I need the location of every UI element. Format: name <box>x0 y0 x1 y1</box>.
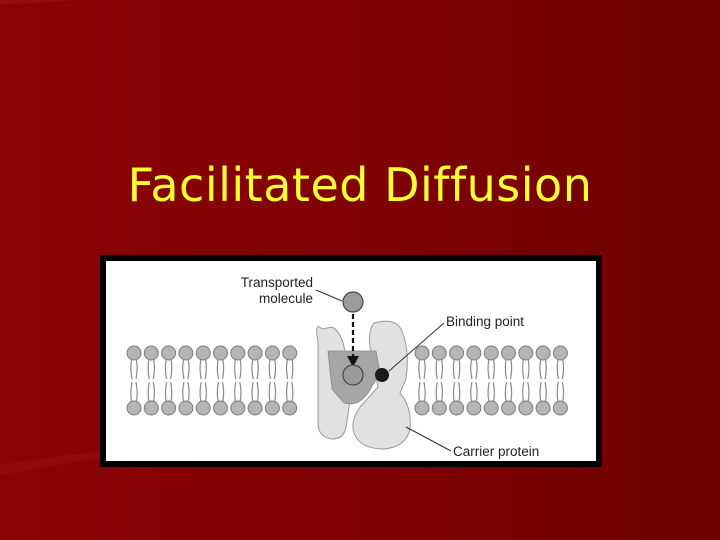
lipid-head <box>518 400 534 416</box>
lipid-tail <box>285 359 294 380</box>
lipid-head <box>143 400 159 416</box>
lipid-head <box>535 345 551 361</box>
lipid-tail <box>130 381 138 402</box>
membrane-diagram <box>126 289 568 452</box>
lipid-head <box>247 400 263 416</box>
lipid-tail <box>487 359 495 380</box>
lipid-tail <box>268 381 277 402</box>
lipid-head <box>230 400 246 416</box>
lipid-tail <box>539 359 547 380</box>
lipid-head <box>143 345 159 361</box>
lipid-head <box>552 345 568 361</box>
lipid-head <box>449 345 465 361</box>
binding-point-site <box>375 368 389 382</box>
lipid-tail <box>556 381 565 402</box>
lipid-head <box>126 345 142 361</box>
lipid-head <box>483 400 499 416</box>
lipid-head <box>449 400 465 416</box>
transported-molecule-label: Transported molecule <box>209 275 313 307</box>
lipid-tail <box>130 359 138 380</box>
lipid-tail <box>147 381 156 402</box>
lipid-head <box>264 345 280 361</box>
transported-molecule-bound <box>342 364 364 386</box>
lipid-tail <box>418 381 426 402</box>
lipid-head <box>501 345 516 361</box>
lipid-tail <box>452 381 461 402</box>
lipid-head <box>161 400 177 416</box>
lipid-head <box>195 400 211 416</box>
lipid-head <box>466 400 482 416</box>
lipid-tail <box>216 359 225 380</box>
lipid-tail <box>435 381 444 402</box>
lipid-tail <box>182 381 190 402</box>
lipid-head <box>483 345 499 361</box>
lipid-head <box>282 400 298 416</box>
lipid-head <box>431 400 447 416</box>
transported-molecule-top <box>342 291 364 313</box>
lipid-tail <box>522 381 530 402</box>
lipid-tail <box>452 359 461 380</box>
lipid-head <box>552 400 568 416</box>
label-leader-lines <box>315 289 452 452</box>
lipid-tail <box>199 381 207 402</box>
lipid-tail <box>487 381 495 402</box>
slide-title: Facilitated Diffusion <box>127 158 593 212</box>
lipid-tail <box>504 359 513 380</box>
lipid-head <box>282 345 298 361</box>
lipid-tail <box>268 359 277 380</box>
lipid-head <box>414 400 430 416</box>
lipid-head <box>535 400 551 416</box>
lipid-tail <box>164 359 173 380</box>
lipid-bilayer <box>126 345 568 416</box>
lipid-tail <box>556 359 565 380</box>
lipid-head <box>247 345 263 361</box>
lipid-tail <box>182 359 190 380</box>
lipid-head <box>178 400 194 416</box>
lipid-tail <box>234 381 242 402</box>
lipid-head <box>501 400 516 416</box>
lipid-head <box>213 400 228 416</box>
lipid-tail <box>164 381 173 402</box>
lipid-head <box>178 345 194 361</box>
lipid-tail <box>234 359 242 380</box>
lipid-tail <box>251 359 259 380</box>
lipid-tail <box>418 359 426 380</box>
lipid-tail <box>522 359 530 380</box>
lipid-tail <box>251 381 259 402</box>
binding-point-label: Binding point <box>446 314 525 329</box>
lipid-tail <box>199 359 207 380</box>
lipid-tail <box>539 381 547 402</box>
lipid-head <box>213 345 228 361</box>
lipid-head <box>264 400 280 416</box>
lipid-tail <box>470 359 478 380</box>
lipid-head <box>518 345 534 361</box>
lipid-head <box>414 345 430 361</box>
carrier-protein-shape <box>316 320 411 450</box>
diagram-canvas: Transported molecule Binding point Carri… <box>106 261 596 461</box>
lipid-tail <box>435 359 444 380</box>
lipid-tail <box>147 359 156 380</box>
lipid-head <box>431 345 447 361</box>
lipid-tail <box>285 381 294 402</box>
lipid-head <box>161 345 177 361</box>
lipid-tail <box>504 381 513 402</box>
transport-arrow <box>347 314 359 367</box>
label-line-1: Transported <box>240 275 313 290</box>
label-line-2: molecule <box>258 291 313 306</box>
lipid-tail <box>470 381 478 402</box>
lipid-tail <box>216 381 225 402</box>
lipid-head <box>466 345 482 361</box>
diagram-frame: Transported molecule Binding point Carri… <box>100 255 602 467</box>
lipid-head <box>126 400 142 416</box>
lipid-head <box>195 345 211 361</box>
lipid-head <box>230 345 246 361</box>
carrier-protein-label: Carrier protein <box>453 444 540 459</box>
